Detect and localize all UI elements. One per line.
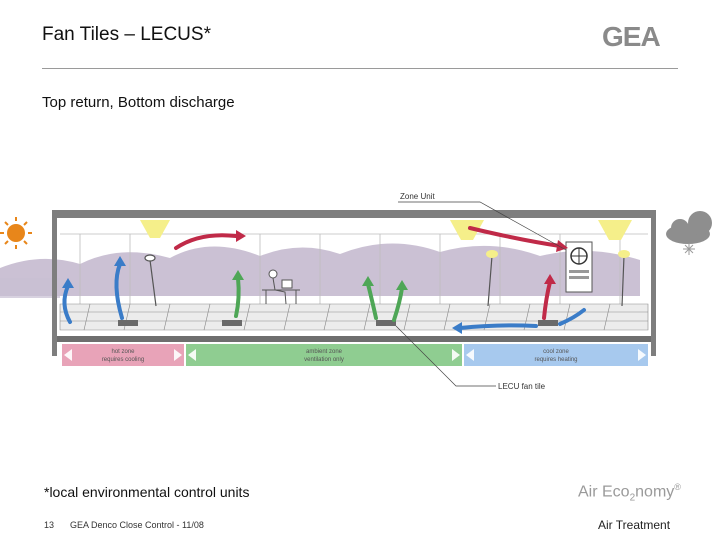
roof-slab	[52, 210, 656, 218]
gea-logo-text: GEA	[602, 21, 660, 52]
sun-icon	[0, 217, 32, 249]
fan-tile-callout-line	[395, 325, 496, 387]
ambient-zone-line2: ventilation only	[304, 357, 344, 363]
cloud-icon	[666, 211, 712, 244]
cool-floor-arrow-2	[558, 308, 586, 326]
ambient-discharge-arrow-3	[392, 286, 404, 322]
hot-discharge-arrow-2	[62, 284, 72, 324]
zone-unit-cabinet	[565, 241, 593, 293]
floor-slab	[57, 336, 651, 342]
brand-suffix: nomy	[635, 483, 675, 501]
page-number: 13	[44, 520, 55, 530]
cool-zone-line2: requires heating	[534, 357, 577, 363]
cool-floor-arrow	[458, 323, 538, 330]
gea-logo: GEA	[602, 21, 661, 52]
airflow-diagram: hot zone requires cooling ambient zone v…	[0, 192, 712, 391]
header-divider	[42, 68, 678, 69]
snowflake-icon	[683, 243, 695, 255]
zone-band-arrows	[64, 349, 646, 361]
hot-zone-line1: hot zone	[111, 349, 135, 355]
fan-tiles	[118, 320, 558, 326]
floor-lamps	[144, 250, 630, 307]
footer-text: GEA Denco Close Control - 11/08	[70, 520, 204, 530]
zone-unit-callout-line	[398, 201, 567, 251]
footnote: *local environmental control units	[44, 484, 250, 500]
hot-zone-line2: requires cooling	[102, 357, 144, 363]
footer-right-label: Air Treatment	[598, 518, 671, 532]
left-exterior-ground	[0, 278, 60, 298]
raised-floor	[59, 303, 649, 331]
hot-discharge-arrow-1	[114, 262, 124, 320]
desk-and-person	[262, 269, 300, 305]
section-subtitle: Top return, Bottom discharge	[42, 94, 235, 111]
fan-tile-callout-label: LECU fan tile	[498, 382, 546, 391]
ceiling-lights	[140, 220, 632, 240]
left-wall	[52, 210, 57, 356]
cool-zone-band	[464, 344, 648, 366]
ambient-zone-line1: ambient zone	[306, 349, 343, 355]
ambient-discharge-arrow-2	[366, 282, 378, 320]
brand-prefix: Air Eco	[578, 483, 630, 501]
right-wall	[651, 210, 656, 356]
zone-unit-callout-label: Zone Unit	[400, 192, 435, 201]
cool-return-arrow	[468, 226, 562, 248]
page-title: Fan Tiles – LECUS*	[42, 24, 211, 45]
cool-zone-line1: cool zone	[543, 349, 569, 355]
cool-discharge-arrow	[542, 280, 552, 320]
ambient-discharge-arrow-1	[234, 276, 241, 318]
arrow-heads	[62, 230, 568, 334]
air-economy-brand: Air Eco2nomy®	[578, 482, 681, 504]
hot-zone-band	[62, 344, 184, 366]
ambient-zone-band	[186, 344, 462, 366]
hot-return-arrow	[174, 233, 238, 250]
brand-subscript: 2	[629, 492, 636, 504]
brand-registered-mark: ®	[674, 482, 681, 492]
